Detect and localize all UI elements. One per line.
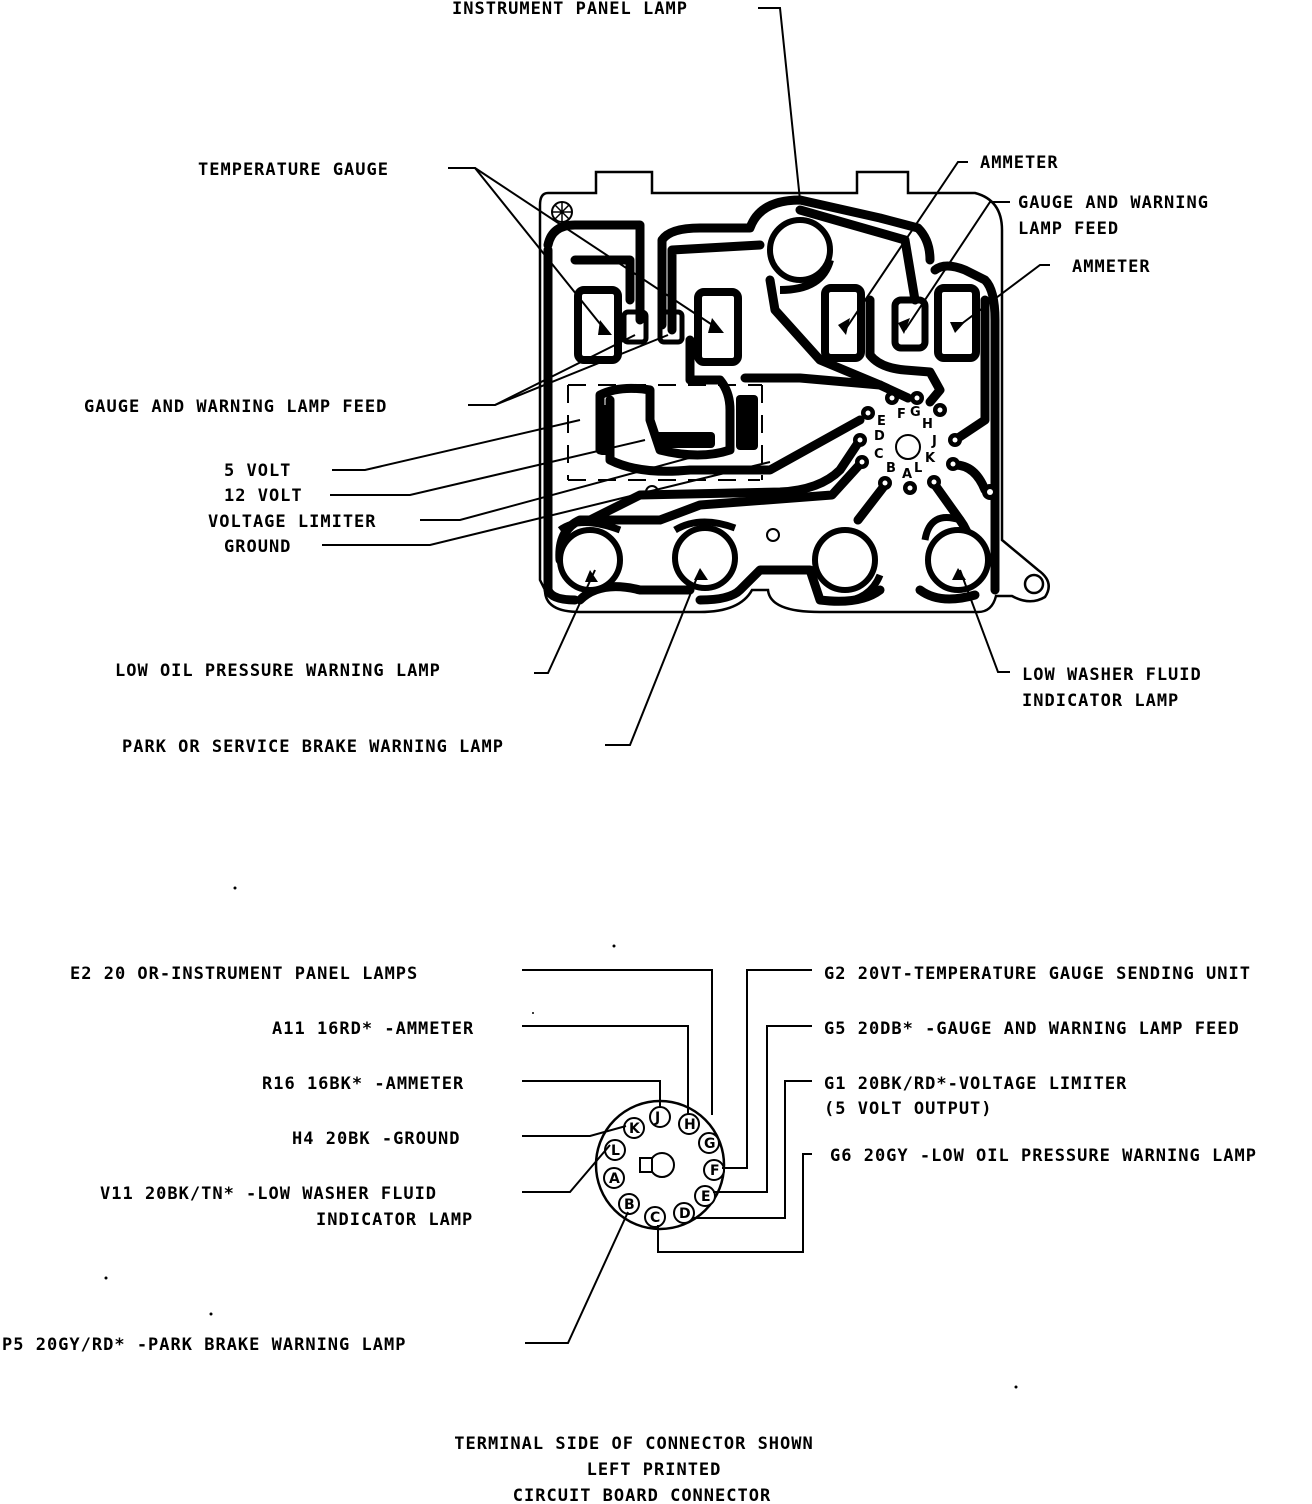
label-park-brake: PARK OR SERVICE BRAKE WARNING LAMP xyxy=(122,737,504,757)
label-ammeter-right: AMMETER xyxy=(1072,257,1151,277)
board-pin-G: G xyxy=(910,405,921,420)
svg-text:G: G xyxy=(704,1136,716,1152)
connector-pin-A: A xyxy=(603,1167,625,1189)
board-pin-letters: E F G H D J C K B A L xyxy=(874,405,937,482)
svg-text:F: F xyxy=(710,1163,720,1179)
connector-pin-E: E xyxy=(694,1185,716,1207)
board-pin-L: L xyxy=(914,461,922,476)
label-ammeter-top: AMMETER xyxy=(980,153,1059,173)
svg-text:K: K xyxy=(629,1121,641,1137)
board-connector-pads xyxy=(853,391,998,500)
label-g6: G6 20GY -LOW OIL PRESSURE WARNING LAMP xyxy=(830,1146,1257,1166)
label-instrument-panel-lamp: INSTRUMENT PANEL LAMP xyxy=(452,0,688,19)
svg-text:E: E xyxy=(701,1189,711,1205)
board-pin-F: F xyxy=(897,407,906,422)
board-pin-K: K xyxy=(925,451,936,466)
label-g5: G5 20DB* -GAUGE AND WARNING LAMP FEED xyxy=(824,1019,1240,1039)
svg-text:C: C xyxy=(650,1210,660,1226)
label-h4: H4 20BK -GROUND xyxy=(292,1129,461,1149)
label-ground: GROUND xyxy=(224,537,291,557)
caption-line1: TERMINAL SIDE OF CONNECTOR SHOWN xyxy=(454,1434,814,1454)
board-pin-J: J xyxy=(931,434,937,449)
label-a11: A11 16RD* -AMMETER xyxy=(272,1019,474,1039)
caption-line2: LEFT PRINTED xyxy=(587,1460,722,1480)
svg-text:J: J xyxy=(654,1110,660,1126)
connector-pin-B: B xyxy=(618,1193,640,1215)
connector-pin-C: C xyxy=(644,1206,666,1228)
board-pin-H: H xyxy=(922,417,933,432)
label-gauge-feed-left: GAUGE AND WARNING LAMP FEED xyxy=(84,397,387,417)
connector-pin-H: H xyxy=(678,1113,700,1135)
lamp-sockets xyxy=(557,217,991,606)
scan-specks xyxy=(104,886,1018,1389)
connector-pin-J: J xyxy=(649,1106,671,1128)
svg-text:L: L xyxy=(611,1143,620,1159)
label-v11-line2: INDICATOR LAMP xyxy=(316,1210,473,1230)
label-low-oil: LOW OIL PRESSURE WARNING LAMP xyxy=(115,661,441,681)
board-labels: INSTRUMENT PANEL LAMP TEMPERATURE GAUGE … xyxy=(84,0,1209,757)
connector-labels: E2 20 OR-INSTRUMENT PANEL LAMPS A11 16RD… xyxy=(2,964,1257,1355)
connector-diagram: J H G F E D C B A L K xyxy=(594,1099,726,1231)
label-gauge-feed-right-line2: LAMP FEED xyxy=(1018,219,1119,239)
svg-text:A: A xyxy=(609,1171,620,1187)
label-g1-line2: (5 VOLT OUTPUT) xyxy=(824,1099,993,1119)
label-5-volt: 5 VOLT xyxy=(224,461,291,481)
caption-line3: CIRCUIT BOARD CONNECTOR xyxy=(513,1486,771,1504)
label-v11-line1: V11 20BK/TN* -LOW WASHER FLUID xyxy=(100,1184,437,1204)
label-temperature-gauge: TEMPERATURE GAUGE xyxy=(198,160,389,180)
socket-low-oil xyxy=(557,519,623,593)
label-g2: G2 20VT-TEMPERATURE GAUGE SENDING UNIT xyxy=(824,964,1251,984)
connector-pin-K: K xyxy=(623,1117,645,1139)
board-leader-lines xyxy=(322,7,1050,746)
board-pin-C: C xyxy=(874,447,884,462)
board-pin-D: D xyxy=(874,429,885,444)
board-pin-E: E xyxy=(877,414,886,429)
svg-text:H: H xyxy=(684,1117,696,1133)
socket-park-brake xyxy=(672,518,738,591)
label-r16: R16 16BK* -AMMETER xyxy=(262,1074,464,1094)
board-pin-A: A xyxy=(902,467,912,482)
socket-spare xyxy=(812,527,884,606)
connector-pin-F: F xyxy=(703,1159,725,1181)
label-p5: P5 20GY/RD* -PARK BRAKE WARNING LAMP xyxy=(2,1335,406,1355)
svg-text:B: B xyxy=(624,1197,635,1213)
label-voltage-limiter: VOLTAGE LIMITER xyxy=(208,512,377,532)
component-pads xyxy=(574,284,980,455)
label-low-washer-line2: INDICATOR LAMP xyxy=(1022,691,1179,711)
connector-pin-D: D xyxy=(673,1202,695,1224)
board-pin-B: B xyxy=(886,461,896,476)
connector-leader-lines xyxy=(522,969,812,1344)
label-e2: E2 20 OR-INSTRUMENT PANEL LAMPS xyxy=(70,964,418,984)
label-12-volt: 12 VOLT xyxy=(224,486,303,506)
label-gauge-feed-right-line1: GAUGE AND WARNING xyxy=(1018,193,1209,213)
socket-instrument-panel-lamp xyxy=(767,217,834,294)
label-low-washer-line1: LOW WASHER FLUID xyxy=(1022,665,1202,685)
socket-low-washer xyxy=(921,514,991,593)
caption: TERMINAL SIDE OF CONNECTOR SHOWN LEFT PR… xyxy=(454,1434,814,1504)
connector-pin-L: L xyxy=(604,1139,626,1161)
svg-text:D: D xyxy=(679,1206,691,1222)
connector-pin-G: G xyxy=(698,1132,720,1154)
connector-footprint xyxy=(567,384,763,481)
label-g1-line1: G1 20BK/RD*-VOLTAGE LIMITER xyxy=(824,1074,1127,1094)
